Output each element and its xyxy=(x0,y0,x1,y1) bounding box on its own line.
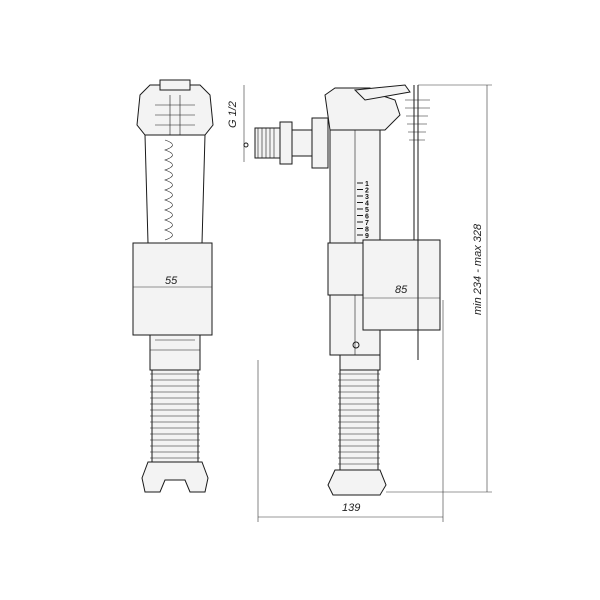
valve-front-view: 55 xyxy=(132,79,214,493)
scale-mark: 2 xyxy=(365,188,369,195)
scale-mark: 1 xyxy=(365,181,369,188)
dimension-139: 139 xyxy=(342,502,360,514)
hose xyxy=(339,369,379,471)
scale-mark: 6 xyxy=(365,214,369,221)
thread-label: G 1/2 xyxy=(227,101,239,128)
scale-mark: 5 xyxy=(365,207,369,214)
scale-mark: 7 xyxy=(365,220,369,227)
dimension-height-range: min 234 - max 328 xyxy=(472,223,484,315)
scale-mark: 3 xyxy=(365,194,369,201)
overall-dimensions: 139 min 234 - max 328 xyxy=(257,84,492,522)
scale-mark: 4 xyxy=(365,201,369,208)
scale-mark: 8 xyxy=(365,227,369,234)
scale-mark: 9 xyxy=(365,233,369,240)
dimension-85: 85 xyxy=(395,284,408,296)
dimension-55: 55 xyxy=(165,275,178,287)
